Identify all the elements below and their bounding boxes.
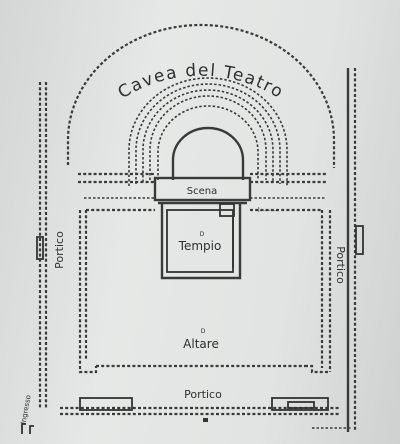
cavea-seating bbox=[128, 77, 288, 186]
altare-label: Altare bbox=[183, 337, 219, 351]
scena-cross-walls bbox=[78, 172, 328, 199]
tempio-label: Tempio bbox=[178, 239, 222, 253]
portico-right-label: Portico bbox=[334, 246, 347, 284]
scena-side-mark: l----- — bbox=[258, 207, 278, 214]
altare-marker: D bbox=[201, 328, 206, 335]
outer-enclosure-arc bbox=[66, 23, 336, 168]
entrance-mark bbox=[21, 423, 34, 434]
tempio-marker: D bbox=[200, 231, 205, 238]
temple-building bbox=[160, 203, 242, 280]
portico-left-label: Portico bbox=[53, 231, 66, 269]
scena-label: Scena bbox=[187, 186, 217, 197]
inner-precinct-wall bbox=[78, 208, 332, 374]
altar-base-mark bbox=[203, 418, 208, 422]
left-portico-wall bbox=[36, 82, 48, 408]
ingresso-label: Ingresso bbox=[20, 394, 33, 425]
portico-bottom-label: Portico bbox=[184, 388, 222, 401]
right-portico-wall bbox=[346, 68, 364, 432]
scena-building bbox=[153, 176, 252, 205]
bottom-portico bbox=[60, 397, 352, 429]
